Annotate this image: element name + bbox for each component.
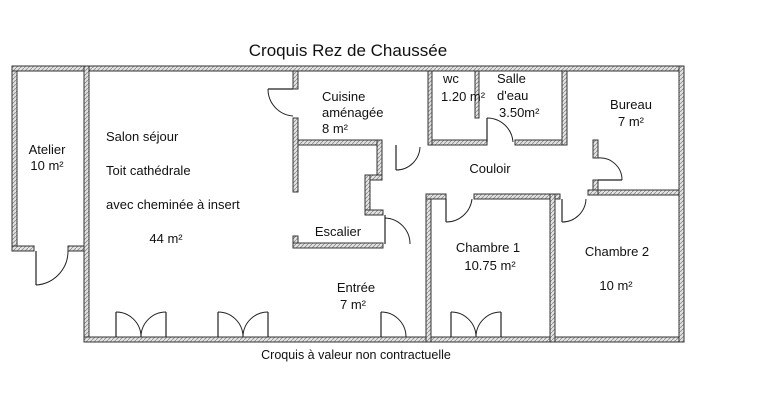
wall-right [678, 65, 685, 343]
cuisine-area: 8 m² [322, 121, 349, 136]
wall-chambre1-left [425, 193, 432, 343]
wall-atelier-top [11, 65, 89, 72]
escalier-name: Escalier [315, 224, 362, 239]
wall-escalier-bottom [292, 242, 384, 249]
door-bureau-arc [597, 157, 623, 181]
salle-line1: Salle [497, 71, 526, 86]
salon-area: 44 m² [149, 231, 183, 246]
salon-line3: avec cheminée à insert [106, 197, 240, 212]
door-chambre1b-arc-right [475, 311, 502, 338]
atelier-name: Atelier [29, 142, 67, 157]
wc-name: wc [442, 71, 459, 86]
wall-atelier-bottom-left [11, 245, 35, 252]
door-salon1-arc-left [115, 311, 142, 338]
cuisine-line1: Cuisine [322, 89, 365, 104]
wall-cuisine-left [292, 117, 299, 193]
wall-bureau-bottom [597, 189, 680, 196]
door-atelier-arc [35, 250, 69, 286]
salle-line2: d'eau [497, 88, 528, 103]
wall-chambre1-top-right [473, 193, 561, 200]
salle-area: 3.50m² [499, 105, 540, 120]
wall-top [83, 65, 685, 72]
door-chambre2-arc [561, 198, 587, 223]
bureau-area: 7 m² [618, 114, 645, 129]
wall-escalier-right [364, 174, 371, 216]
chambre1-name: Chambre 1 [456, 240, 520, 255]
wall-couloir-left [376, 139, 383, 181]
chambre1-area: 10.75 m² [464, 258, 516, 273]
wall-escalier-step [364, 209, 384, 216]
door-salon1-arc-right [140, 311, 167, 338]
wall-cuisine-left-top [292, 70, 299, 90]
entree-name: Entrée [337, 280, 375, 295]
door-couloir-arc [395, 146, 421, 171]
wall-wc-salle [474, 70, 480, 119]
cuisine-line2: aménagée [322, 105, 383, 120]
wc-area: 1.20 m² [441, 89, 486, 104]
salon-line1: Salon séjour [106, 129, 179, 144]
plan-title: Croquis Rez de Chaussée [249, 41, 447, 60]
wall-wc-bottom [431, 139, 488, 146]
doors [35, 88, 623, 338]
door-salon2-arc-left [217, 311, 244, 338]
wall-chambre-separation [549, 193, 556, 343]
wall-atelier-left [11, 65, 18, 252]
walls [11, 65, 685, 343]
wall-cuisine-bottom [297, 139, 381, 146]
footer-note: Croquis à valeur non contractuelle [261, 348, 451, 362]
wall-bottom [83, 336, 685, 343]
door-salle-arc [486, 117, 514, 143]
entree-area: 7 m² [340, 297, 367, 312]
couloir-name: Couloir [469, 161, 511, 176]
wall-main-left [83, 65, 90, 343]
door-cuisine-arc [267, 88, 294, 117]
door-escalier-arc [384, 217, 411, 245]
wall-couloir-right-top [592, 139, 599, 159]
wall-chambre2-top [587, 189, 599, 196]
door-entree-arc [380, 311, 407, 338]
door-salon2-arc-right [242, 311, 269, 338]
door-chambre1-arc [445, 198, 473, 223]
wall-salle-bottom [514, 139, 566, 146]
bureau-name: Bureau [610, 97, 652, 112]
wall-cuisine-wc [427, 70, 433, 146]
door-chambre1b-arc-left [450, 311, 477, 338]
chambre2-area: 10 m² [599, 278, 633, 293]
wall-salle-bureau [561, 70, 568, 146]
salon-line2: Toit cathédrale [106, 163, 191, 178]
atelier-area: 10 m² [30, 158, 64, 173]
wall-chambre1-top-left [425, 193, 447, 200]
chambre2-name: Chambre 2 [585, 244, 649, 259]
